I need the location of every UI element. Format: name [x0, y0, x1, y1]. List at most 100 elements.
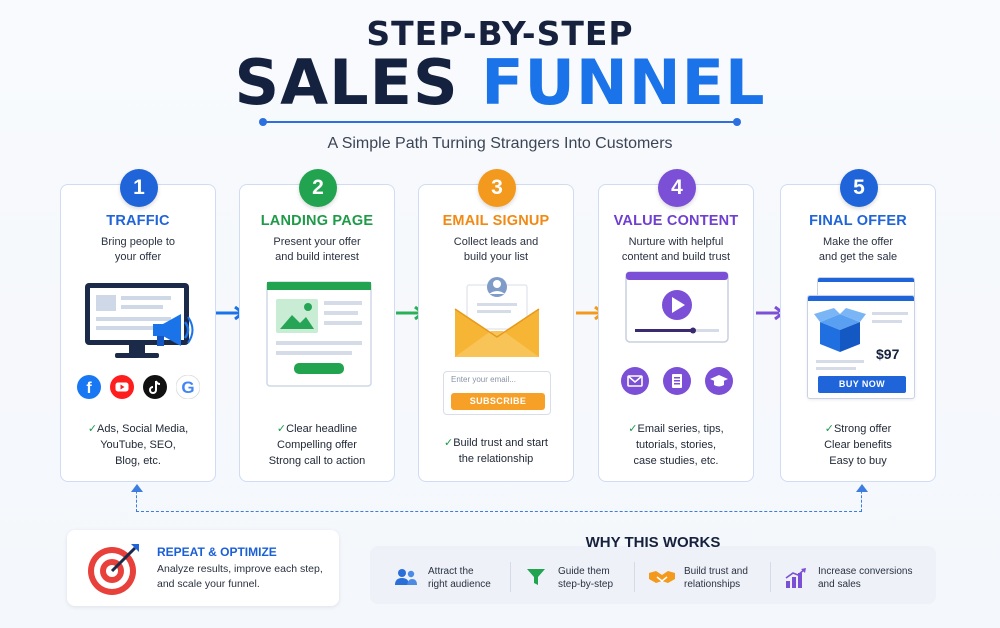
bullet-line: Strong call to action — [268, 455, 366, 467]
subscribe-button[interactable]: SUBSCRIBE — [451, 393, 545, 410]
envelope-icon — [454, 277, 540, 357]
step-number-badge: 2 — [299, 169, 337, 207]
step-number-badge: 4 — [658, 169, 696, 207]
why-line: step-by-step — [558, 579, 614, 590]
why-item-guide: Guide them step-by-step — [526, 565, 636, 599]
loop-arrowhead-icon — [131, 484, 143, 492]
email-field[interactable]: Enter your email... — [451, 375, 516, 384]
title-word-sales: SALES — [234, 46, 459, 119]
buy-now-button[interactable]: BUY NOW — [818, 376, 906, 393]
bullet-line: tutorials, stories, — [635, 439, 717, 451]
desc-line: content and build trust — [621, 251, 731, 263]
megaphone-icon — [153, 314, 194, 346]
desc-line: Make the offer — [822, 236, 894, 248]
social-icons-row: f G — [77, 375, 201, 401]
title-divider — [259, 118, 741, 126]
step-bullets: ✓Clear headline Compelling offer Strong … — [248, 421, 386, 469]
why-line: Attract the — [428, 566, 474, 577]
repeat-loop-connector — [136, 486, 862, 512]
step-bullets: ✓Email series, tips, tutorials, stories,… — [607, 421, 745, 469]
why-item-conversions: Increase conversions and sales — [784, 565, 924, 599]
bullet-line: Ads, Social Media, — [97, 423, 189, 435]
handshake-icon — [649, 571, 675, 583]
why-line: relationships — [684, 579, 741, 590]
landing-page-icon — [266, 281, 372, 387]
check-icon: ✓ — [628, 423, 638, 435]
desc-line: Collect leads and — [453, 236, 539, 248]
step-title: TRAFFIC — [106, 213, 170, 229]
bullet-line: Blog, etc. — [115, 455, 161, 467]
step-description: Bring people to your offer — [71, 235, 205, 265]
target-icon — [88, 544, 139, 595]
bullet-line: Clear benefits — [824, 439, 892, 451]
step-card-final-offer: 5 FINAL OFFER Make the offer and get the… — [780, 169, 936, 482]
graduation-cap-icon — [705, 367, 733, 395]
offer-page-card: $97 BUY NOW — [807, 295, 915, 399]
desc-line: your offer — [114, 251, 162, 263]
bullet-line: Compelling offer — [277, 439, 357, 451]
mail-icon — [621, 367, 649, 395]
facebook-icon: f — [77, 375, 101, 399]
step-number-badge: 3 — [478, 169, 516, 207]
arrow-right-icon — [756, 306, 783, 320]
subtitle: A Simple Path Turning Strangers Into Cus… — [327, 135, 673, 152]
step-title: LANDING PAGE — [260, 213, 374, 229]
step-card-value-content: 4 VALUE CONTENT Nurture with helpful con… — [598, 169, 754, 482]
bullet-line: case studies, etc. — [633, 455, 719, 467]
divider — [770, 562, 771, 592]
step-title: EMAIL SIGNUP — [442, 213, 550, 229]
why-line: and sales — [818, 579, 861, 590]
check-icon: ✓ — [444, 437, 454, 449]
desc-line: Present your offer — [273, 236, 361, 248]
product-box-icon — [814, 308, 866, 352]
step-number-badge: 1 — [120, 169, 158, 207]
bullet-line: Clear headline — [286, 423, 358, 435]
arrow-right-icon — [396, 306, 423, 320]
step-description: Present your offer and build interest — [250, 235, 384, 265]
bullet-line: YouTube, SEO, — [100, 439, 176, 451]
svg-text:G: G — [181, 378, 194, 397]
step-title: FINAL OFFER — [809, 213, 907, 229]
why-line: right audience — [428, 579, 491, 590]
bullet-line: the relationship — [458, 453, 534, 465]
arrow-right-icon — [576, 306, 603, 320]
why-line: Increase conversions — [818, 566, 913, 577]
step-bullets: ✓Build trust and start the relationship — [427, 435, 565, 467]
repeat-line: Analyze results, improve each step, — [157, 563, 323, 575]
google-icon: G — [176, 375, 200, 399]
step-card-traffic: 1 TRAFFIC Bring people to your offer — [60, 169, 216, 482]
step-number-badge: 5 — [840, 169, 878, 207]
desc-line: Bring people to — [101, 236, 175, 248]
desc-line: and get the sale — [818, 251, 898, 263]
email-signup-form: Enter your email... SUBSCRIBE — [443, 371, 551, 415]
step-card-landing-page: 2 LANDING PAGE Present your offer and bu… — [239, 169, 395, 482]
why-line: Guide them — [558, 566, 610, 577]
step-bullets: ✓Ads, Social Media, YouTube, SEO, Blog, … — [69, 421, 207, 469]
repeat-description: Analyze results, improve each step, and … — [157, 562, 335, 592]
why-item-attract: Attract the right audience — [394, 565, 504, 599]
step-title: VALUE CONTENT — [613, 213, 739, 229]
bullet-line: Strong offer — [833, 423, 892, 435]
bullet-line: Build trust and start — [453, 437, 548, 449]
step-card-email-signup: 3 EMAIL SIGNUP Collect leads and build y… — [418, 169, 574, 482]
bullet-line: Easy to buy — [829, 455, 887, 467]
youtube-icon — [110, 375, 134, 399]
why-line: Build trust and — [684, 566, 748, 577]
desc-line: Nurture with helpful — [628, 236, 724, 248]
repeat-line: and scale your funnel. — [157, 578, 260, 590]
people-icon — [395, 569, 417, 585]
why-title: WHY THIS WORKS — [585, 534, 721, 551]
desc-line: and build interest — [275, 251, 359, 263]
why-item-trust: Build trust and relationships — [648, 565, 768, 599]
step-bullets: ✓Strong offer Clear benefits Easy to buy — [789, 421, 927, 469]
document-icon — [663, 367, 691, 395]
check-icon: ✓ — [276, 423, 287, 435]
repeat-title: REPEAT & OPTIMIZE — [157, 545, 277, 559]
price-label: $97 — [876, 346, 900, 362]
growth-chart-icon — [785, 568, 806, 588]
check-icon: ✓ — [824, 423, 834, 435]
check-icon: ✓ — [87, 423, 98, 435]
svg-text:f: f — [86, 380, 92, 397]
desc-line: build your list — [463, 251, 529, 263]
